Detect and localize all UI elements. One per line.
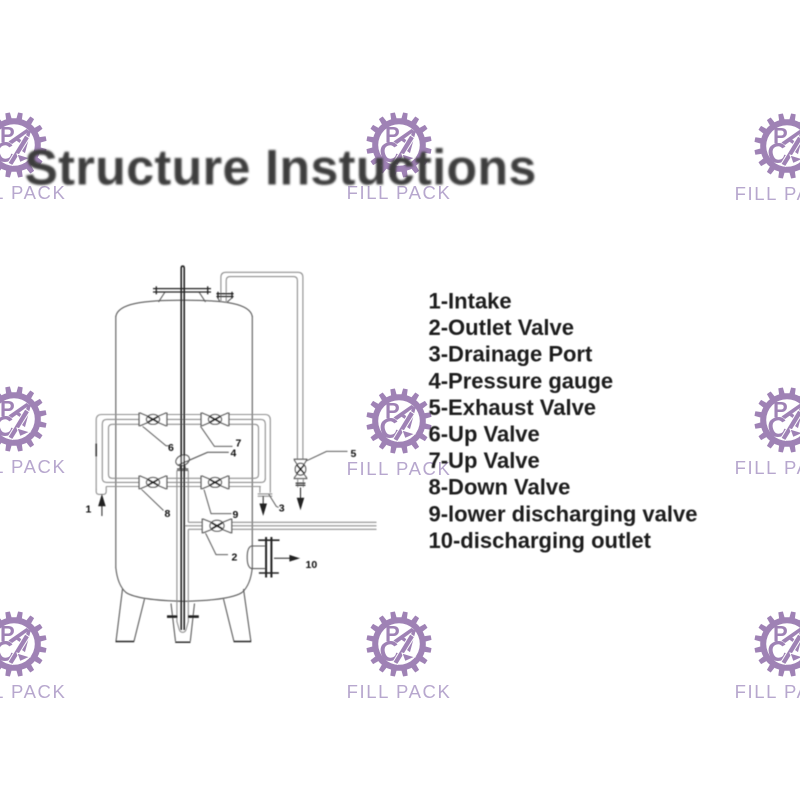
svg-text:3: 3 [279,503,285,515]
svg-text:9: 9 [233,509,239,521]
svg-text:2-Outlet Valve: 2-Outlet Valve [429,315,575,340]
svg-text:Structure Instuctions: Structure Instuctions [25,140,537,196]
svg-text:5-Exhaust Valve: 5-Exhaust Valve [429,395,597,420]
svg-text:4-Pressure gauge: 4-Pressure gauge [429,368,614,393]
svg-text:5: 5 [351,448,357,460]
svg-text:1: 1 [86,504,92,516]
svg-text:7-Up Valve: 7-Up Valve [429,448,540,473]
svg-text:10: 10 [306,559,318,571]
svg-text:8: 8 [165,508,171,520]
svg-text:6: 6 [168,442,174,454]
svg-text:3-Drainage Port: 3-Drainage Port [429,342,593,367]
svg-text:4: 4 [231,448,237,460]
svg-text:9-lower discharging valve: 9-lower discharging valve [429,501,698,526]
svg-text:10-discharging outlet: 10-discharging outlet [429,528,652,553]
svg-text:7: 7 [236,438,242,450]
svg-text:6-Up Valve: 6-Up Valve [429,422,540,447]
svg-text:8-Down Valve: 8-Down Valve [429,475,571,500]
svg-text:2: 2 [232,552,238,564]
svg-text:1-Intake: 1-Intake [429,289,512,314]
